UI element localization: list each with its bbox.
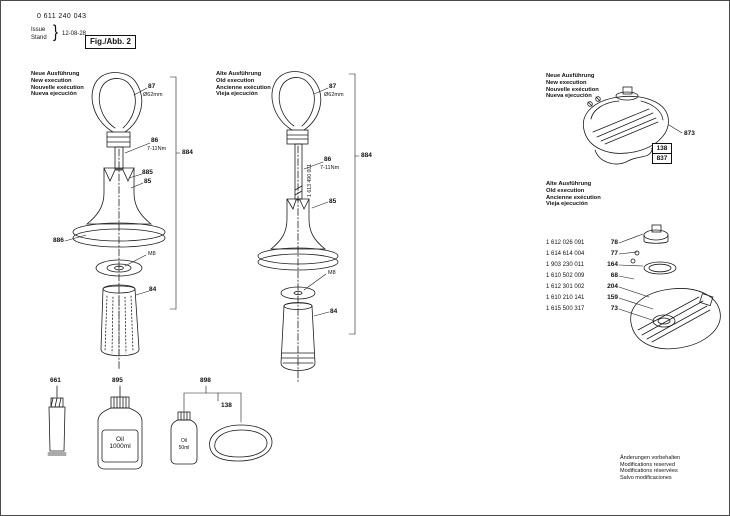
callout-85: 85 <box>329 198 337 205</box>
aux-handle-old-drawing <box>257 71 339 384</box>
bottle-large-line1: Oil <box>116 436 124 443</box>
part-number: 1 612 026 091 <box>546 239 585 246</box>
parts-list-row: 1 903 230 011 164 <box>546 259 618 270</box>
oil-bottle-small-drawing <box>170 411 198 465</box>
callout-87: 87 <box>329 83 337 90</box>
housing-new-drawing <box>582 86 683 165</box>
left-leader-lines <box>64 76 181 310</box>
part-id: 77 <box>610 250 618 257</box>
parts-list-row: 1 614 614 004 77 <box>546 248 618 259</box>
new-execution-label-left: Neue Ausführung New execution Nouvelle e… <box>31 71 84 98</box>
callout-84: 84 <box>330 308 338 315</box>
issue-label: Issue <box>31 27 46 33</box>
callout-84: 84 <box>149 286 157 293</box>
parts-list-row: 1 612 026 091 78 <box>546 237 618 248</box>
label-en: New execution <box>546 79 587 86</box>
issue-date: 12-08-28 <box>62 31 87 37</box>
middle-leader-lines <box>303 73 360 335</box>
ref-box-837: 837 <box>652 153 672 164</box>
old-housing-parts-list: 1 612 026 091 78 1 614 614 004 77 1 903 … <box>546 237 618 314</box>
part-number: 1 903 230 011 <box>546 261 584 268</box>
document-number: 0 611 240 043 <box>37 13 87 20</box>
oil-tube-drawing <box>47 385 67 456</box>
stand-label: Stand <box>31 35 47 41</box>
footer-en: Modifications reserved <box>620 461 676 468</box>
callout-886: 886 <box>53 237 64 244</box>
thread-note: M8 <box>148 251 156 257</box>
parts-list-row: 1 612 301 002 204 <box>546 281 618 292</box>
part-number: 1 612 301 002 <box>546 283 585 290</box>
callout-661: 661 <box>50 377 61 384</box>
thread-note: M8 <box>328 270 336 276</box>
part-id: 204 <box>607 283 618 290</box>
bottle-large-line2: 1000ml <box>109 443 131 450</box>
label-en: Old execution <box>216 77 255 84</box>
label-fr: Ancienne exécution <box>216 84 271 91</box>
part-id: 73 <box>610 305 618 312</box>
callout-895: 895 <box>112 377 123 384</box>
label-es: Nueva ejecución <box>546 93 592 100</box>
aux-handle-new-drawing <box>72 72 166 370</box>
callout-885: 885 <box>142 169 153 176</box>
part-number: 1 615 500 317 <box>546 305 585 312</box>
label-fr: Ancienne exécution <box>546 194 601 201</box>
label-es: Vieja ejecución <box>546 201 588 208</box>
footer-es: Salvo modificaciones <box>620 474 672 481</box>
part-number: 1 610 210 141 <box>546 294 585 301</box>
oil-bottle-large-drawing <box>97 385 143 470</box>
label-de: Alte Ausführung <box>546 181 592 187</box>
footer-fr: Modifications réservées <box>620 468 678 475</box>
bottle-small-label: Oil 50ml <box>171 438 197 452</box>
issue-brace: } <box>53 22 59 43</box>
label-es: Nueva ejecución <box>31 91 77 98</box>
callout-87: 87 <box>148 83 156 90</box>
torque-note: 7-11Nm <box>147 146 167 152</box>
figure-label: Fig./Abb. 2 <box>85 35 136 49</box>
modifications-note: Änderungen vorbehalten Modifications res… <box>620 455 680 481</box>
callout-898: 898 <box>200 377 211 384</box>
housing-old-drawing <box>618 224 721 350</box>
callout-86: 86 <box>324 156 332 163</box>
callout-86: 86 <box>151 137 159 144</box>
footer-de: Änderungen vorbehalten <box>620 455 681 461</box>
bottle-small-line1: Oil <box>180 438 188 444</box>
part-id: 159 <box>607 294 618 301</box>
part-id: 78 <box>610 239 618 246</box>
callout-85: 85 <box>144 178 152 185</box>
label-en: Old execution <box>546 187 585 194</box>
label-de: Neue Ausführung <box>546 73 595 79</box>
old-execution-label-middle: Alte Ausführung Old execution Ancienne e… <box>216 71 271 98</box>
parts-list-row: 1 615 500 317 73 <box>546 303 618 314</box>
new-execution-label-right: Neue Ausführung New execution Nouvelle e… <box>546 73 599 100</box>
parts-list-row: 1 610 210 141 159 <box>546 292 618 303</box>
label-fr: Nouvelle exécution <box>31 84 84 91</box>
part-id: 68 <box>610 272 618 279</box>
parts-list-row: 1 610 502 009 68 <box>546 270 618 281</box>
diameter-note: Ø62mm <box>324 92 344 98</box>
callout-138: 138 <box>221 402 232 409</box>
label-fr: Nouvelle exécution <box>546 86 599 93</box>
vertical-part-number: 1 613 490 001 <box>307 163 313 197</box>
label-de: Alte Ausführung <box>216 71 262 77</box>
diameter-note: Ø62mm <box>143 92 163 98</box>
grease-pouch-drawing <box>209 424 273 462</box>
callout-884: 884 <box>361 152 372 159</box>
callout-873: 873 <box>684 130 695 137</box>
bottle-small-line2: 50ml <box>178 445 190 451</box>
old-execution-label-right: Alte Ausführung Old execution Ancienne e… <box>546 181 601 208</box>
part-number: 1 610 502 009 <box>546 272 585 279</box>
label-es: Vieja ejecución <box>216 91 258 98</box>
part-id: 164 <box>607 261 618 268</box>
label-en: New execution <box>31 77 72 84</box>
callout-884: 884 <box>182 149 193 156</box>
part-number: 1 614 614 004 <box>546 250 585 257</box>
part-898-bracket-lines <box>183 385 242 423</box>
bottle-large-label: Oil 1000ml <box>98 436 142 450</box>
torque-note: 7-11Nm <box>320 165 340 171</box>
label-de: Neue Ausführung <box>31 71 80 77</box>
